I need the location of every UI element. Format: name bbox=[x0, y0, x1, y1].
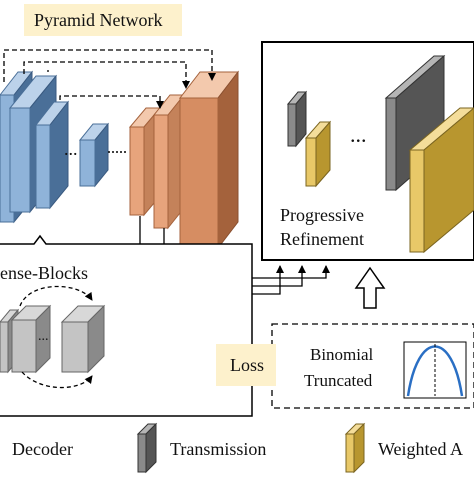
encoder-blocks bbox=[0, 70, 110, 224]
hollow-up-arrow bbox=[354, 266, 386, 309]
progressive-label: Progressive bbox=[280, 205, 364, 225]
gray-block-icon bbox=[136, 422, 158, 474]
refinement-label: Refinement bbox=[280, 229, 364, 249]
legend-transmission-label: Transmission bbox=[170, 439, 267, 459]
binomial-label: Binomial bbox=[310, 345, 374, 364]
pyramid-network-label: Pyramid Network bbox=[34, 10, 163, 30]
dense-blocks-callout bbox=[0, 234, 253, 417]
pyramid-network-tag bbox=[24, 4, 182, 36]
legend-decoder-label: Decoder bbox=[12, 439, 73, 459]
binomial-curve-plot bbox=[403, 341, 467, 399]
ellipsis-refinement: ... bbox=[350, 122, 367, 147]
dense-block-3 bbox=[60, 304, 106, 374]
ellipsis-encoder: ... bbox=[64, 139, 78, 159]
loss-label: Loss bbox=[230, 355, 265, 375]
loss-tag bbox=[216, 344, 276, 386]
encoder-block-4 bbox=[78, 122, 110, 188]
yellow-block-icon bbox=[344, 422, 366, 474]
skip-connections bbox=[3, 49, 216, 109]
encoder-block-3 bbox=[34, 100, 70, 210]
large-stage-blocks bbox=[384, 54, 474, 254]
legend-weighted-label: Weighted A bbox=[378, 439, 464, 459]
decoder-block-3 bbox=[178, 70, 240, 250]
dense-block-2 bbox=[10, 304, 52, 374]
small-stage-blocks bbox=[286, 90, 332, 188]
truncated-label: Truncated bbox=[304, 371, 373, 390]
dense-blocks-label: ense-Blocks bbox=[0, 263, 88, 283]
decoder-blocks bbox=[128, 70, 240, 250]
ellipsis-dense: ... bbox=[38, 329, 49, 344]
